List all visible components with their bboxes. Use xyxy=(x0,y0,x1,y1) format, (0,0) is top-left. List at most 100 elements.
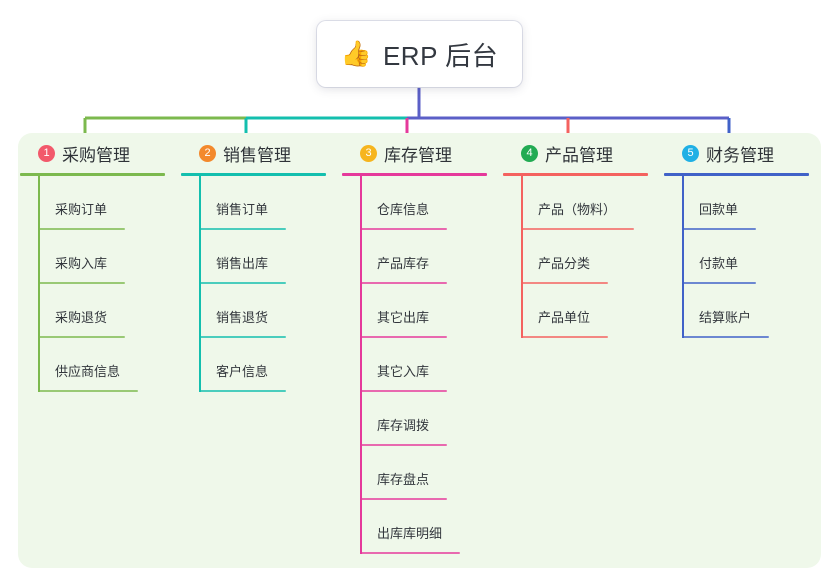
branch-item[interactable]: 付款单 xyxy=(662,230,822,284)
branch-header-4[interactable]: 4 产品管理 xyxy=(501,133,661,173)
branches-panel xyxy=(18,133,821,568)
branch-number-badge: 3 xyxy=(360,144,377,162)
branch-item[interactable]: 产品分类 xyxy=(501,230,661,284)
branch-item[interactable]: 库存调拨 xyxy=(340,392,500,446)
branch-item-underline xyxy=(361,228,447,230)
branch-item-label: 结算账户 xyxy=(699,310,752,325)
branch-item[interactable]: 采购订单 xyxy=(18,176,178,230)
branch-item-underline xyxy=(39,282,125,284)
branch-item[interactable]: 出库库明细 xyxy=(340,500,500,554)
branch-item-underline xyxy=(683,228,756,230)
branch-item-underline xyxy=(39,390,138,392)
branch-item-label: 采购入库 xyxy=(55,256,108,271)
branch-item-underline xyxy=(361,336,447,338)
branch-columns: 1 采购管理采购订单采购入库采购退货供应商信息 2 销售管理销售订单销售出库销售退货客… xyxy=(18,133,821,568)
branch-spine xyxy=(521,176,523,338)
branch-header-1[interactable]: 1 采购管理 xyxy=(18,133,178,173)
branch-item-underline xyxy=(200,336,286,338)
branch-item-label: 客户信息 xyxy=(216,364,269,379)
branch-spine xyxy=(199,176,201,392)
branch-item-label: 销售出库 xyxy=(216,256,269,271)
branch-item-underline xyxy=(361,444,447,446)
branch-item[interactable]: 供应商信息 xyxy=(18,338,178,392)
branch-column-4: 4 产品管理产品（物料） 产品分类产品单位 xyxy=(501,133,661,338)
branch-column-5: 5 财务管理回款单付款单结算账户 xyxy=(662,133,822,338)
branch-number-badge: 5 xyxy=(682,144,699,162)
branch-item-underline xyxy=(39,228,125,230)
branch-item-underline xyxy=(522,282,608,284)
branch-header-3[interactable]: 3 库存管理 xyxy=(340,133,500,173)
branch-title: 产品管理 xyxy=(545,145,613,165)
branch-title: 销售管理 xyxy=(223,145,291,165)
branch-title: 库存管理 xyxy=(384,145,452,165)
branch-number-badge: 2 xyxy=(199,144,216,162)
branch-item-label: 供应商信息 xyxy=(55,364,121,379)
branch-item-list: 仓库信息产品库存其它出库其它入库库存调拨库存盘点出库库明细 xyxy=(340,176,500,554)
branch-item-underline xyxy=(361,390,447,392)
branch-item[interactable]: 仓库信息 xyxy=(340,176,500,230)
branch-column-3: 3 库存管理仓库信息产品库存其它出库其它入库库存调拨库存盘点出库库明细 xyxy=(340,133,500,554)
branch-number-badge: 1 xyxy=(38,144,55,162)
branch-item-underline xyxy=(361,498,447,500)
branch-item-list: 回款单付款单结算账户 xyxy=(662,176,822,338)
branch-item-label: 采购订单 xyxy=(55,202,108,217)
branch-item[interactable]: 结算账户 xyxy=(662,284,822,338)
branch-item[interactable]: 客户信息 xyxy=(179,338,339,392)
branch-underline xyxy=(664,173,809,176)
branch-item-list: 产品（物料） 产品分类产品单位 xyxy=(501,176,661,338)
branch-item-underline xyxy=(522,228,634,230)
branch-header-5[interactable]: 5 财务管理 xyxy=(662,133,822,173)
branch-item-label: 销售退货 xyxy=(216,310,269,325)
branch-item-underline xyxy=(361,552,460,554)
branch-underline xyxy=(342,173,487,176)
branch-column-1: 1 采购管理采购订单采购入库采购退货供应商信息 xyxy=(18,133,178,392)
branch-item-underline xyxy=(683,282,756,284)
branch-header-2[interactable]: 2 销售管理 xyxy=(179,133,339,173)
branch-item-underline xyxy=(200,228,286,230)
branch-number-badge: 4 xyxy=(521,144,538,162)
root-node[interactable]: 👍 ERP 后台 xyxy=(317,21,522,87)
branch-item-label: 库存盘点 xyxy=(377,472,430,487)
branch-item-underline xyxy=(39,336,125,338)
branch-item-label: 采购退货 xyxy=(55,310,108,325)
branch-item-underline xyxy=(200,282,286,284)
branch-item[interactable]: 产品单位 xyxy=(501,284,661,338)
branch-underline xyxy=(20,173,165,176)
branch-item-label: 库存调拨 xyxy=(377,418,430,433)
branch-item-label: 产品分类 xyxy=(538,256,591,271)
branch-spine xyxy=(682,176,684,338)
branch-item-label: 仓库信息 xyxy=(377,202,430,217)
branch-column-2: 2 销售管理销售订单销售出库销售退货客户信息 xyxy=(179,133,339,392)
root-node-content: 👍 ERP 后台 xyxy=(341,36,498,73)
branch-spine xyxy=(360,176,362,554)
branch-item-underline xyxy=(200,390,286,392)
branch-item-label: 其它出库 xyxy=(377,310,430,325)
branch-item[interactable]: 采购退货 xyxy=(18,284,178,338)
branch-item[interactable]: 库存盘点 xyxy=(340,446,500,500)
branch-item[interactable]: 回款单 xyxy=(662,176,822,230)
branch-underline xyxy=(181,173,326,176)
root-title: ERP 后台 xyxy=(382,40,499,71)
thumbs-up-icon: 👍 xyxy=(340,39,372,68)
branch-underline xyxy=(503,173,648,176)
branch-item[interactable]: 销售退货 xyxy=(179,284,339,338)
branch-item-label: 产品（物料） xyxy=(538,202,617,217)
branch-item-underline xyxy=(683,336,769,338)
branch-item[interactable]: 其它出库 xyxy=(340,284,500,338)
branch-item[interactable]: 产品库存 xyxy=(340,230,500,284)
branch-item-label: 出库库明细 xyxy=(377,526,443,541)
branch-item[interactable]: 其它入库 xyxy=(340,338,500,392)
branch-item[interactable]: 采购入库 xyxy=(18,230,178,284)
branch-item-underline xyxy=(522,336,608,338)
branch-item-label: 其它入库 xyxy=(377,364,430,379)
branch-title: 采购管理 xyxy=(62,145,130,165)
branch-item-list: 采购订单采购入库采购退货供应商信息 xyxy=(18,176,178,392)
branch-item[interactable]: 销售订单 xyxy=(179,176,339,230)
branch-title: 财务管理 xyxy=(706,145,774,165)
branch-item-label: 产品库存 xyxy=(377,256,430,271)
branch-spine xyxy=(38,176,40,392)
branch-item-label: 销售订单 xyxy=(216,202,269,217)
branch-item[interactable]: 销售出库 xyxy=(179,230,339,284)
branch-item[interactable]: 产品（物料） xyxy=(501,176,661,230)
